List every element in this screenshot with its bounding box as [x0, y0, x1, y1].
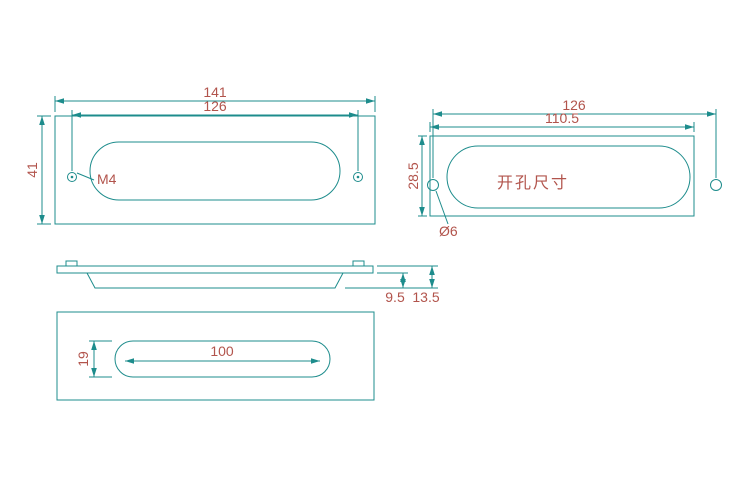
- dim-126-cutout-extension-lines: [432, 109, 717, 178]
- side-stud-left: [65, 260, 78, 267]
- dim-100-text: 100: [210, 343, 234, 359]
- side-tray: [86, 272, 344, 289]
- dim-28-text: 28.5: [405, 162, 421, 189]
- dim-19-text: 19: [75, 351, 91, 367]
- back-outline: [56, 311, 375, 401]
- side-dimensions: 9.5 13.5: [345, 265, 440, 305]
- side-flange: [56, 265, 374, 274]
- front-hole-left: [67, 172, 77, 182]
- dim-13-text: 13.5: [412, 289, 439, 305]
- back-slot: [114, 340, 331, 378]
- dim-19-extension-lines: [89, 340, 112, 378]
- front-hole-right: [353, 172, 363, 182]
- cutout-dimensions: 126 110.5 28.5 Ø6: [405, 97, 717, 239]
- cutout-title: 开孔尺寸: [497, 174, 569, 192]
- cutout-hole-right: [710, 179, 722, 191]
- m4-leader-line: [76, 172, 95, 181]
- side-stud-right: [352, 260, 365, 267]
- cutout-slot: [446, 145, 691, 209]
- dim-41-text: 41: [24, 162, 40, 178]
- front-hole-left-center: [70, 175, 74, 179]
- dia6-leader-line: [435, 190, 449, 225]
- front-dimensions: 141 126 41 M4: [24, 84, 376, 225]
- dia6-label: Ø6: [439, 223, 458, 239]
- dim-126-front-extension-lines: [71, 110, 359, 171]
- m4-label: M4: [97, 171, 117, 187]
- dim-141-text: 141: [203, 84, 227, 100]
- cutout-view: 开孔尺寸: [427, 135, 722, 217]
- cutout-outline: [429, 135, 695, 217]
- dim-126-front-text: 126: [203, 98, 227, 114]
- back-view: [56, 311, 375, 401]
- front-view: [54, 115, 376, 225]
- front-hole-right-center: [356, 175, 360, 179]
- side-extension-lines: [345, 265, 438, 289]
- front-outline: [54, 115, 376, 225]
- back-dimensions: 100 19: [75, 340, 320, 378]
- dim-126-cutout-text: 126: [562, 97, 586, 113]
- cutout-hole-left: [427, 179, 439, 191]
- dim-110-text: 110.5: [545, 110, 579, 126]
- dim-9-text: 9.5: [385, 289, 405, 305]
- side-view: [56, 260, 374, 289]
- front-recess: [89, 141, 341, 201]
